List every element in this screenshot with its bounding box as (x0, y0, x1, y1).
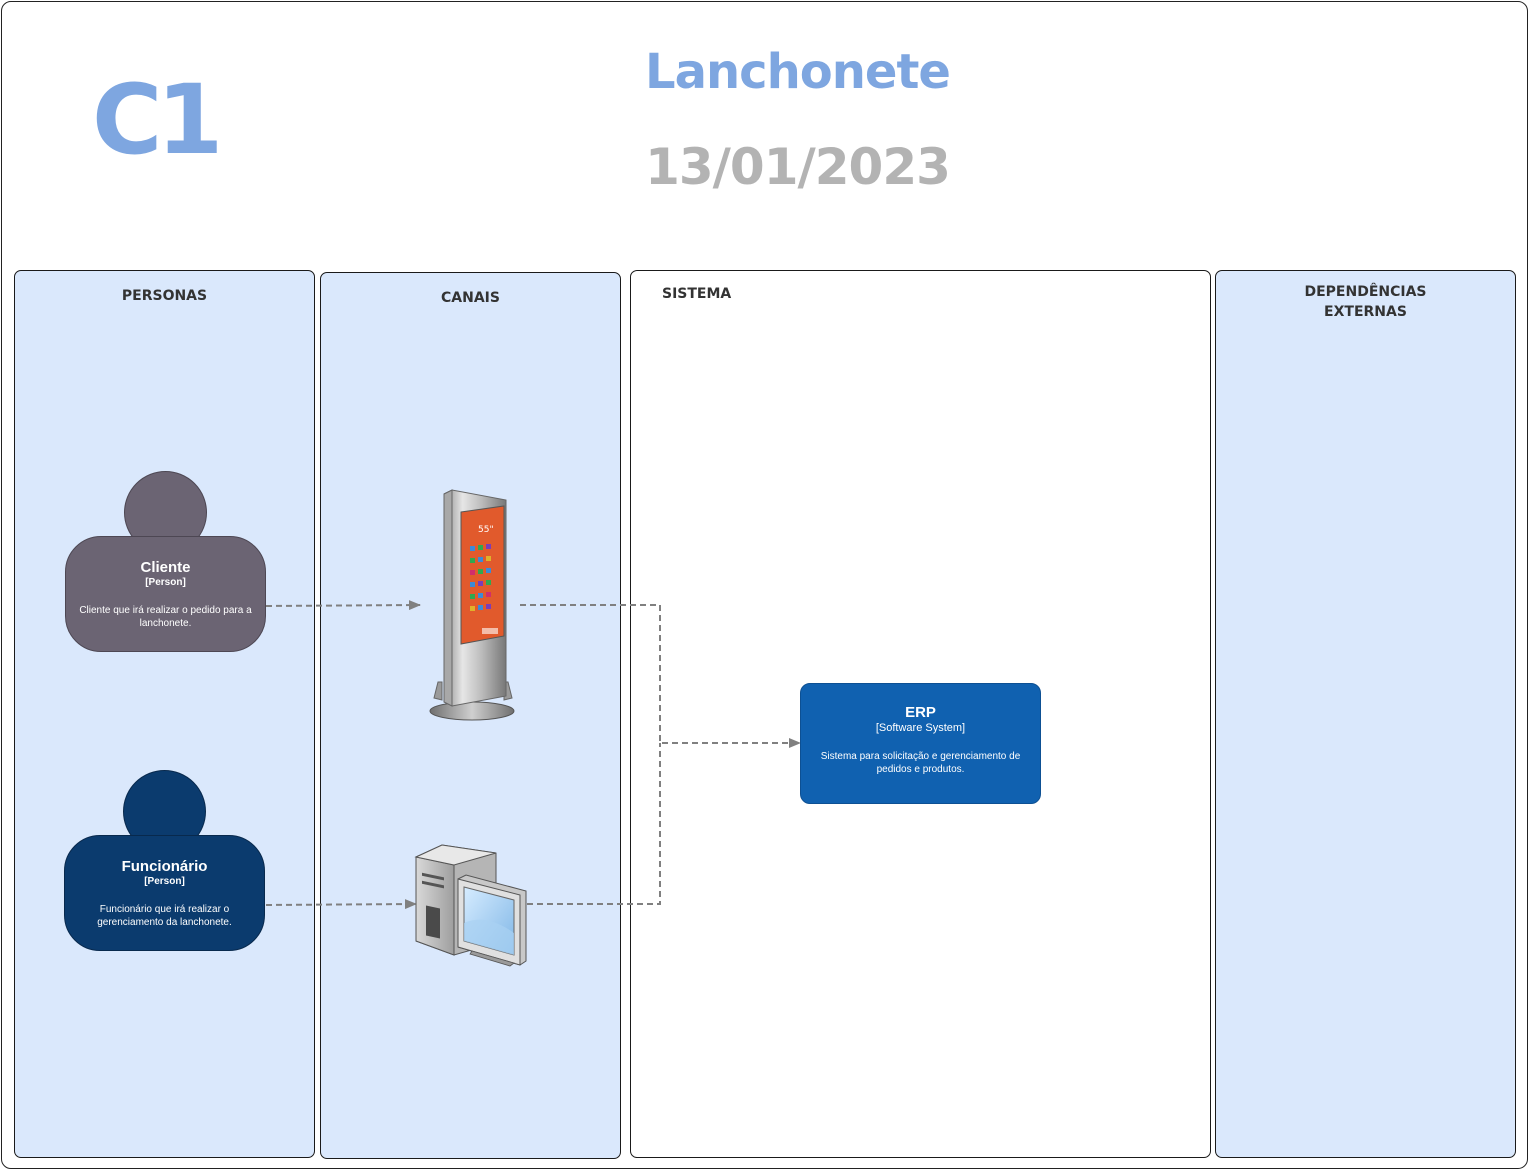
cliente-person[interactable]: Cliente [Person] Cliente que irá realiza… (65, 536, 266, 652)
cliente-name: Cliente (140, 559, 191, 576)
funcionario-person[interactable]: Funcionário [Person] Funcionário que irá… (64, 835, 265, 951)
cliente-type: [Person] (145, 577, 186, 588)
funcionario-description: Funcionário que irá realizar o gerenciam… (97, 904, 232, 928)
connector-pc-erp (527, 743, 661, 905)
lane-sistema-title: SISTEMA (662, 286, 732, 302)
erp-description: Sistema para solicitação e gerenciamento… (820, 751, 1021, 775)
lane-dependencias-title: DEPENDÊNCIAS EXTERNAS (1304, 284, 1427, 320)
erp-type: [Software System] (875, 722, 966, 734)
connector-cliente-kiosk (265, 600, 421, 611)
connector-kiosk-erp (520, 604, 801, 748)
funcionario-type: [Person] (144, 876, 185, 887)
cliente-description: Cliente que irá realizar o pedido para a… (79, 605, 252, 629)
kiosk-screen-label: 55" (478, 525, 494, 535)
lane-personas: PERSONAS (14, 270, 315, 1158)
erp-software-system[interactable]: ERP [Software System] Sistema para solic… (800, 683, 1041, 804)
connector-funcionario-pc (265, 899, 417, 910)
lane-personas-title: PERSONAS (121, 288, 208, 304)
funcionario-name: Funcionário (121, 858, 208, 875)
page-date: 13/01/2023 (645, 138, 951, 196)
erp-name: ERP (905, 704, 936, 721)
lane-dependencias: DEPENDÊNCIAS EXTERNAS (1215, 270, 1516, 1158)
c1-badge: C1 (92, 64, 223, 176)
lane-canais-title: CANAIS (441, 290, 500, 306)
desktop-computer-icon[interactable] (414, 843, 528, 967)
kiosk-icon[interactable]: 55" (420, 488, 520, 724)
page-title: Lanchonete (645, 44, 951, 100)
